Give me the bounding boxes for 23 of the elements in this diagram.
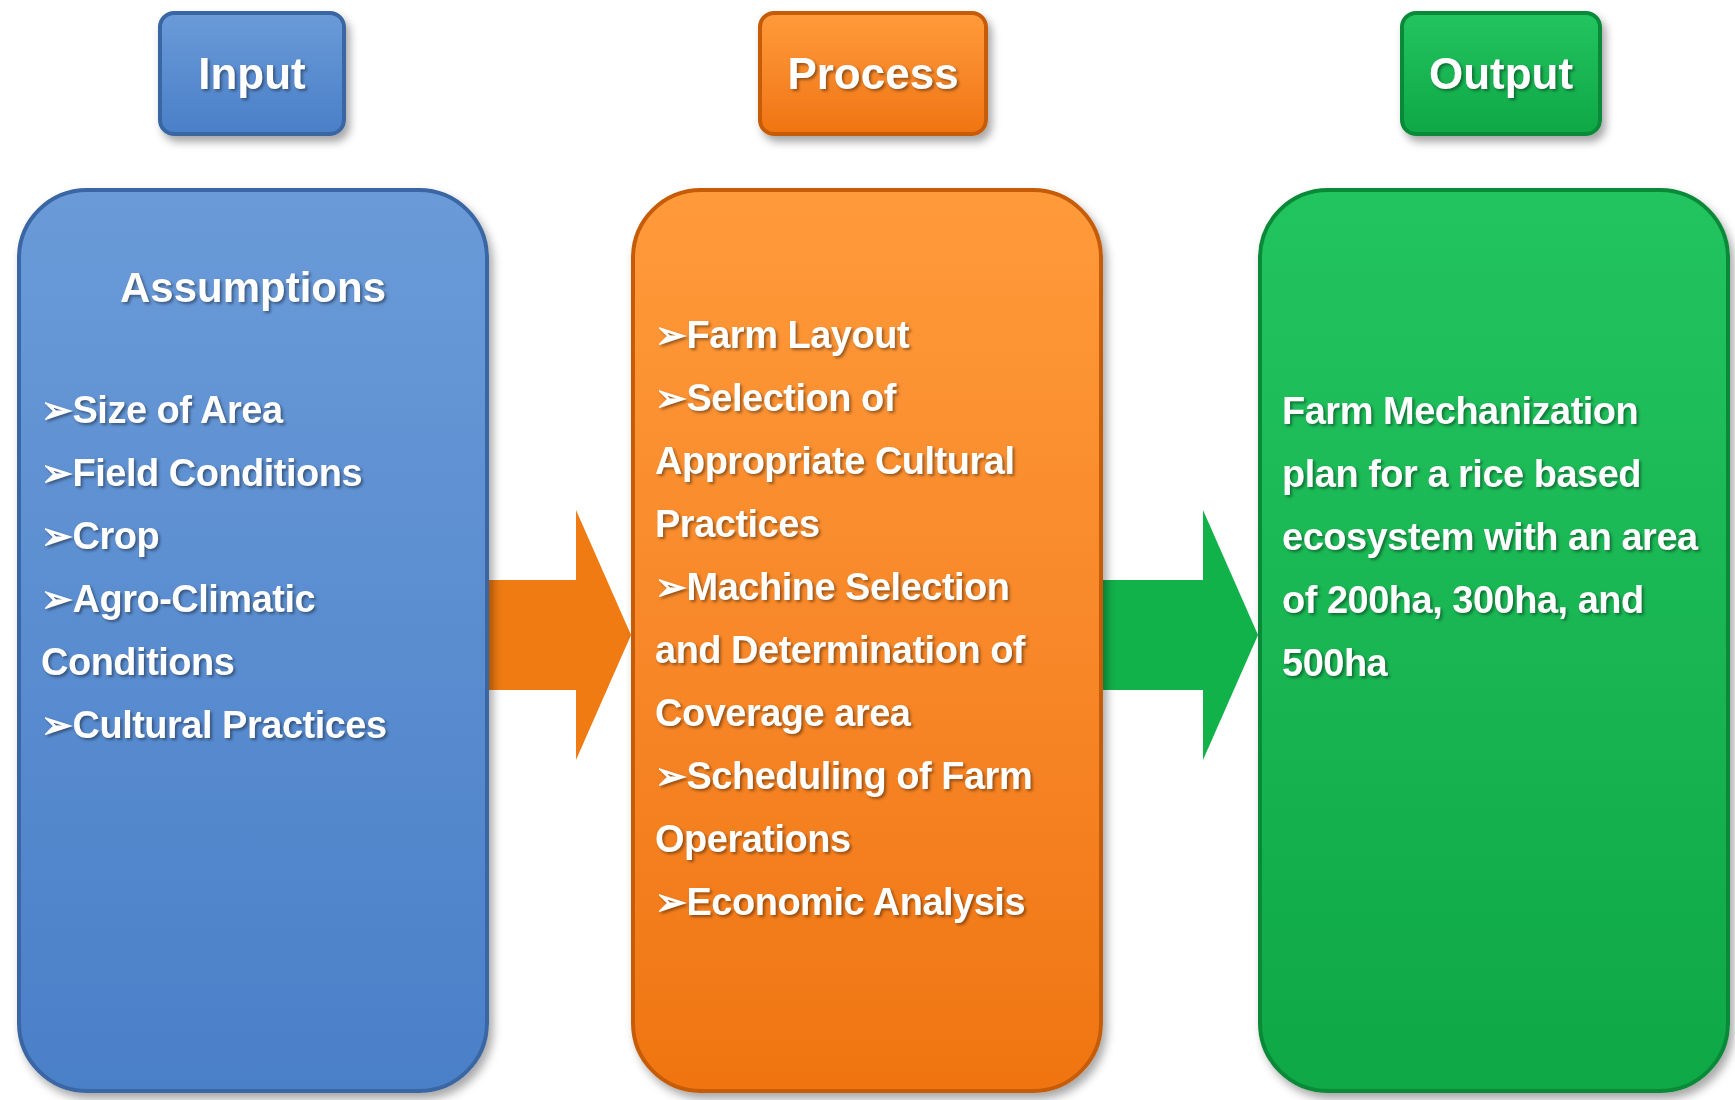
bullet-item: ➢Field Conditions <box>41 451 364 496</box>
header-label: Input <box>198 47 306 100</box>
block-arrow <box>489 510 631 760</box>
panel-heading: Assumptions <box>119 263 387 313</box>
header-label: Output <box>1428 47 1574 100</box>
header-box <box>158 11 346 136</box>
bullet-item: ➢Crop <box>41 514 161 559</box>
bullet-item: ➢Scheduling of Farm Operations <box>655 754 1034 862</box>
header-box <box>1400 11 1602 136</box>
content-panel <box>1258 188 1730 1093</box>
header-box <box>758 11 988 136</box>
content-panel <box>631 188 1103 1093</box>
bullet-item: ➢Size of Area <box>41 388 285 433</box>
panel-text: Farm Mechanization plan for a rice based ecosystem with an area of 200ha, 300ha, and 500ha <box>1282 389 1700 686</box>
header-label: Process <box>787 47 959 100</box>
bullet-item: ➢Farm Layout <box>655 313 911 358</box>
content-panel <box>17 188 489 1093</box>
bullet-item: ➢Agro-Climatic Conditions <box>41 577 317 685</box>
bullet-item: ➢Selection of Appropriate Cultural Practices <box>655 376 1016 547</box>
bullet-item: ➢Machine Selection and Determination of Coverage area <box>655 565 1027 736</box>
block-arrow <box>1103 510 1258 760</box>
bullet-item: ➢Cultural Practices <box>41 703 388 748</box>
bullet-item: ➢Economic Analysis <box>655 880 1027 925</box>
